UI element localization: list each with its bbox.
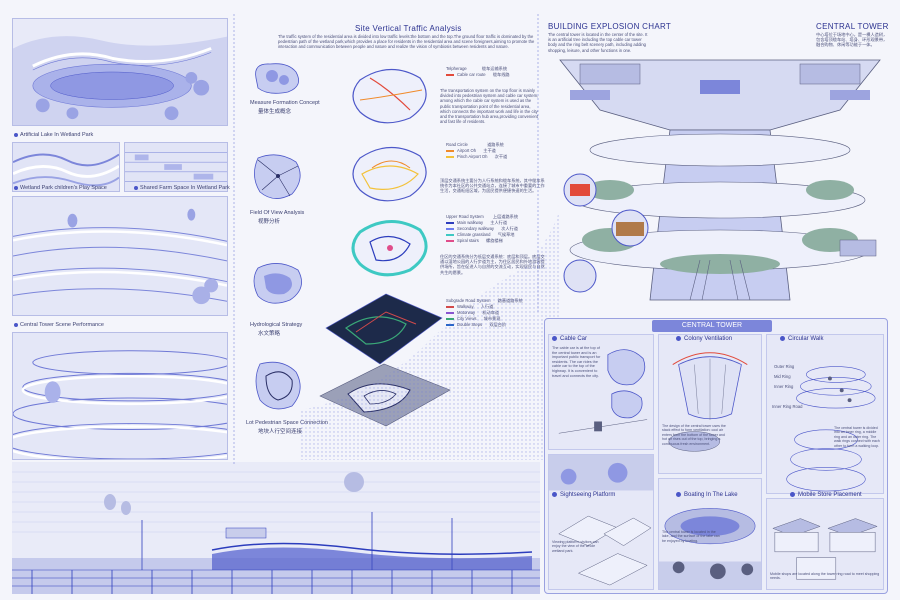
artificial-lake-caption: Artificial Lake In Wetland Park	[14, 132, 93, 138]
concept-cn-3: 水文策略	[258, 331, 281, 337]
colony-ventilation-text: The design of the central tower uses the…	[662, 424, 726, 446]
field-of-view-diagram	[254, 154, 301, 199]
central-tower-header: CENTRAL TOWER	[816, 22, 889, 31]
pedestrian-connection-diagram	[255, 361, 301, 410]
ring-walk-view	[12, 332, 228, 460]
landscape-section	[12, 462, 540, 594]
legend-road-circle: Road Circle 道路系统 Airport Oh 主干道 Pinch Ai…	[446, 142, 508, 159]
mobile-store-title: Mobile Store Placement	[790, 492, 862, 498]
children-play-caption: Wetland Park children's Play Space	[14, 185, 107, 191]
central-tower-panel-title: CENTRAL TOWER	[652, 320, 772, 332]
site-analysis-intro: The traffic system of the residential ar…	[278, 34, 535, 50]
children-play-view	[12, 142, 120, 192]
boating-card	[658, 478, 762, 590]
boating-title: Boating In The Lake	[676, 492, 738, 498]
concept-label-2: Field Of View Analysis	[250, 210, 305, 216]
concept-label-4: Lot Pedestrian Space Connection	[246, 420, 328, 426]
sightseeing-title: Sightseeing Platform	[552, 492, 615, 498]
transport-paragraph: The transportation system on the top flo…	[440, 88, 539, 125]
cable-car-card	[548, 334, 654, 450]
subgrade-road-map	[325, 293, 443, 365]
site-analysis-title: Site Vertical Traffic Analysis	[355, 24, 462, 33]
telpherage-map	[352, 68, 427, 124]
shared-farm-caption: Shared Farm Space In Wetland Park	[134, 185, 230, 191]
concept-label-1: Measure Formation Concept	[250, 100, 320, 106]
circular-walk-text: The central tower is divided into an inn…	[834, 426, 880, 448]
sightseeing-card	[548, 454, 654, 590]
legend-upper-road: Upper Road System 上层道路系统 Main walkway 主人…	[446, 214, 519, 243]
colony-ventilation-card	[658, 334, 762, 474]
central-tower-header-note: 中心塔位于场地中心，是一棵人造树，包含塔顶缆车站、塔身、环形观景带，融合购物、休…	[816, 32, 888, 48]
dotted-terrain	[300, 210, 560, 460]
concept-cn-2: 视野分析	[258, 219, 281, 225]
sightseeing-text: Viewing platform: visitors can enjoy the…	[552, 540, 599, 553]
mobile-store-card	[766, 498, 884, 590]
tower-explosion-illustration	[559, 59, 881, 301]
colony-ventilation-title: Colony Ventilation	[676, 336, 732, 342]
shared-farm-view	[124, 142, 228, 192]
artificial-lake-view	[12, 18, 228, 126]
legend-telpherage: Telpherage 缆车运输系统 Cable car route 缆车线路	[446, 66, 510, 77]
ring-label-outer: Outer Ring	[774, 364, 795, 369]
central-tower-scene-view	[12, 196, 228, 316]
cable-car-text: The cable car is at the top of the centr…	[552, 346, 601, 378]
circular-walk-card	[766, 334, 884, 494]
explosion-title: BUILDING EXPLOSION CHART	[548, 22, 672, 31]
cable-car-title: Cable Car	[552, 336, 587, 342]
left-divider	[233, 14, 235, 464]
scene-performance-caption: Central Tower Scene Performance	[14, 322, 104, 328]
circular-walk-title: Circular Walk	[780, 336, 823, 342]
concept-cn-1: 量体生成概念	[258, 109, 292, 115]
upper-road-map	[351, 220, 428, 277]
road-circle-map	[352, 146, 427, 202]
hydrological-diagram	[253, 263, 302, 304]
concept-cn-4: 地块人行空间连接	[258, 429, 303, 435]
concept-label-3: Hydrological Strategy	[250, 322, 303, 328]
explosion-note: The central tower is located in the cent…	[548, 32, 648, 53]
ring-label-inner: Inner Ring	[774, 384, 794, 389]
mid-divider	[537, 14, 539, 314]
ring-label-road: Inner Ring Road	[772, 404, 803, 409]
ground-cn-paragraph: 住区的交通系统分为低层交通系统：底层和顶层。底层交通以湿地公园的人行步道为主，为…	[440, 254, 545, 275]
ring-label-mid: Mid Ring	[774, 374, 791, 379]
transport-cn-paragraph: 顶层交通系统主要分为人行系统和缆车系统，其中缆车系统作为本社区的公共交通站点，连…	[440, 178, 545, 194]
mobile-store-text: Mobile shops are located along the tower…	[770, 572, 880, 581]
measure-formation-diagram	[255, 63, 300, 94]
boating-text: The central tower is located in the lake…	[662, 530, 720, 543]
